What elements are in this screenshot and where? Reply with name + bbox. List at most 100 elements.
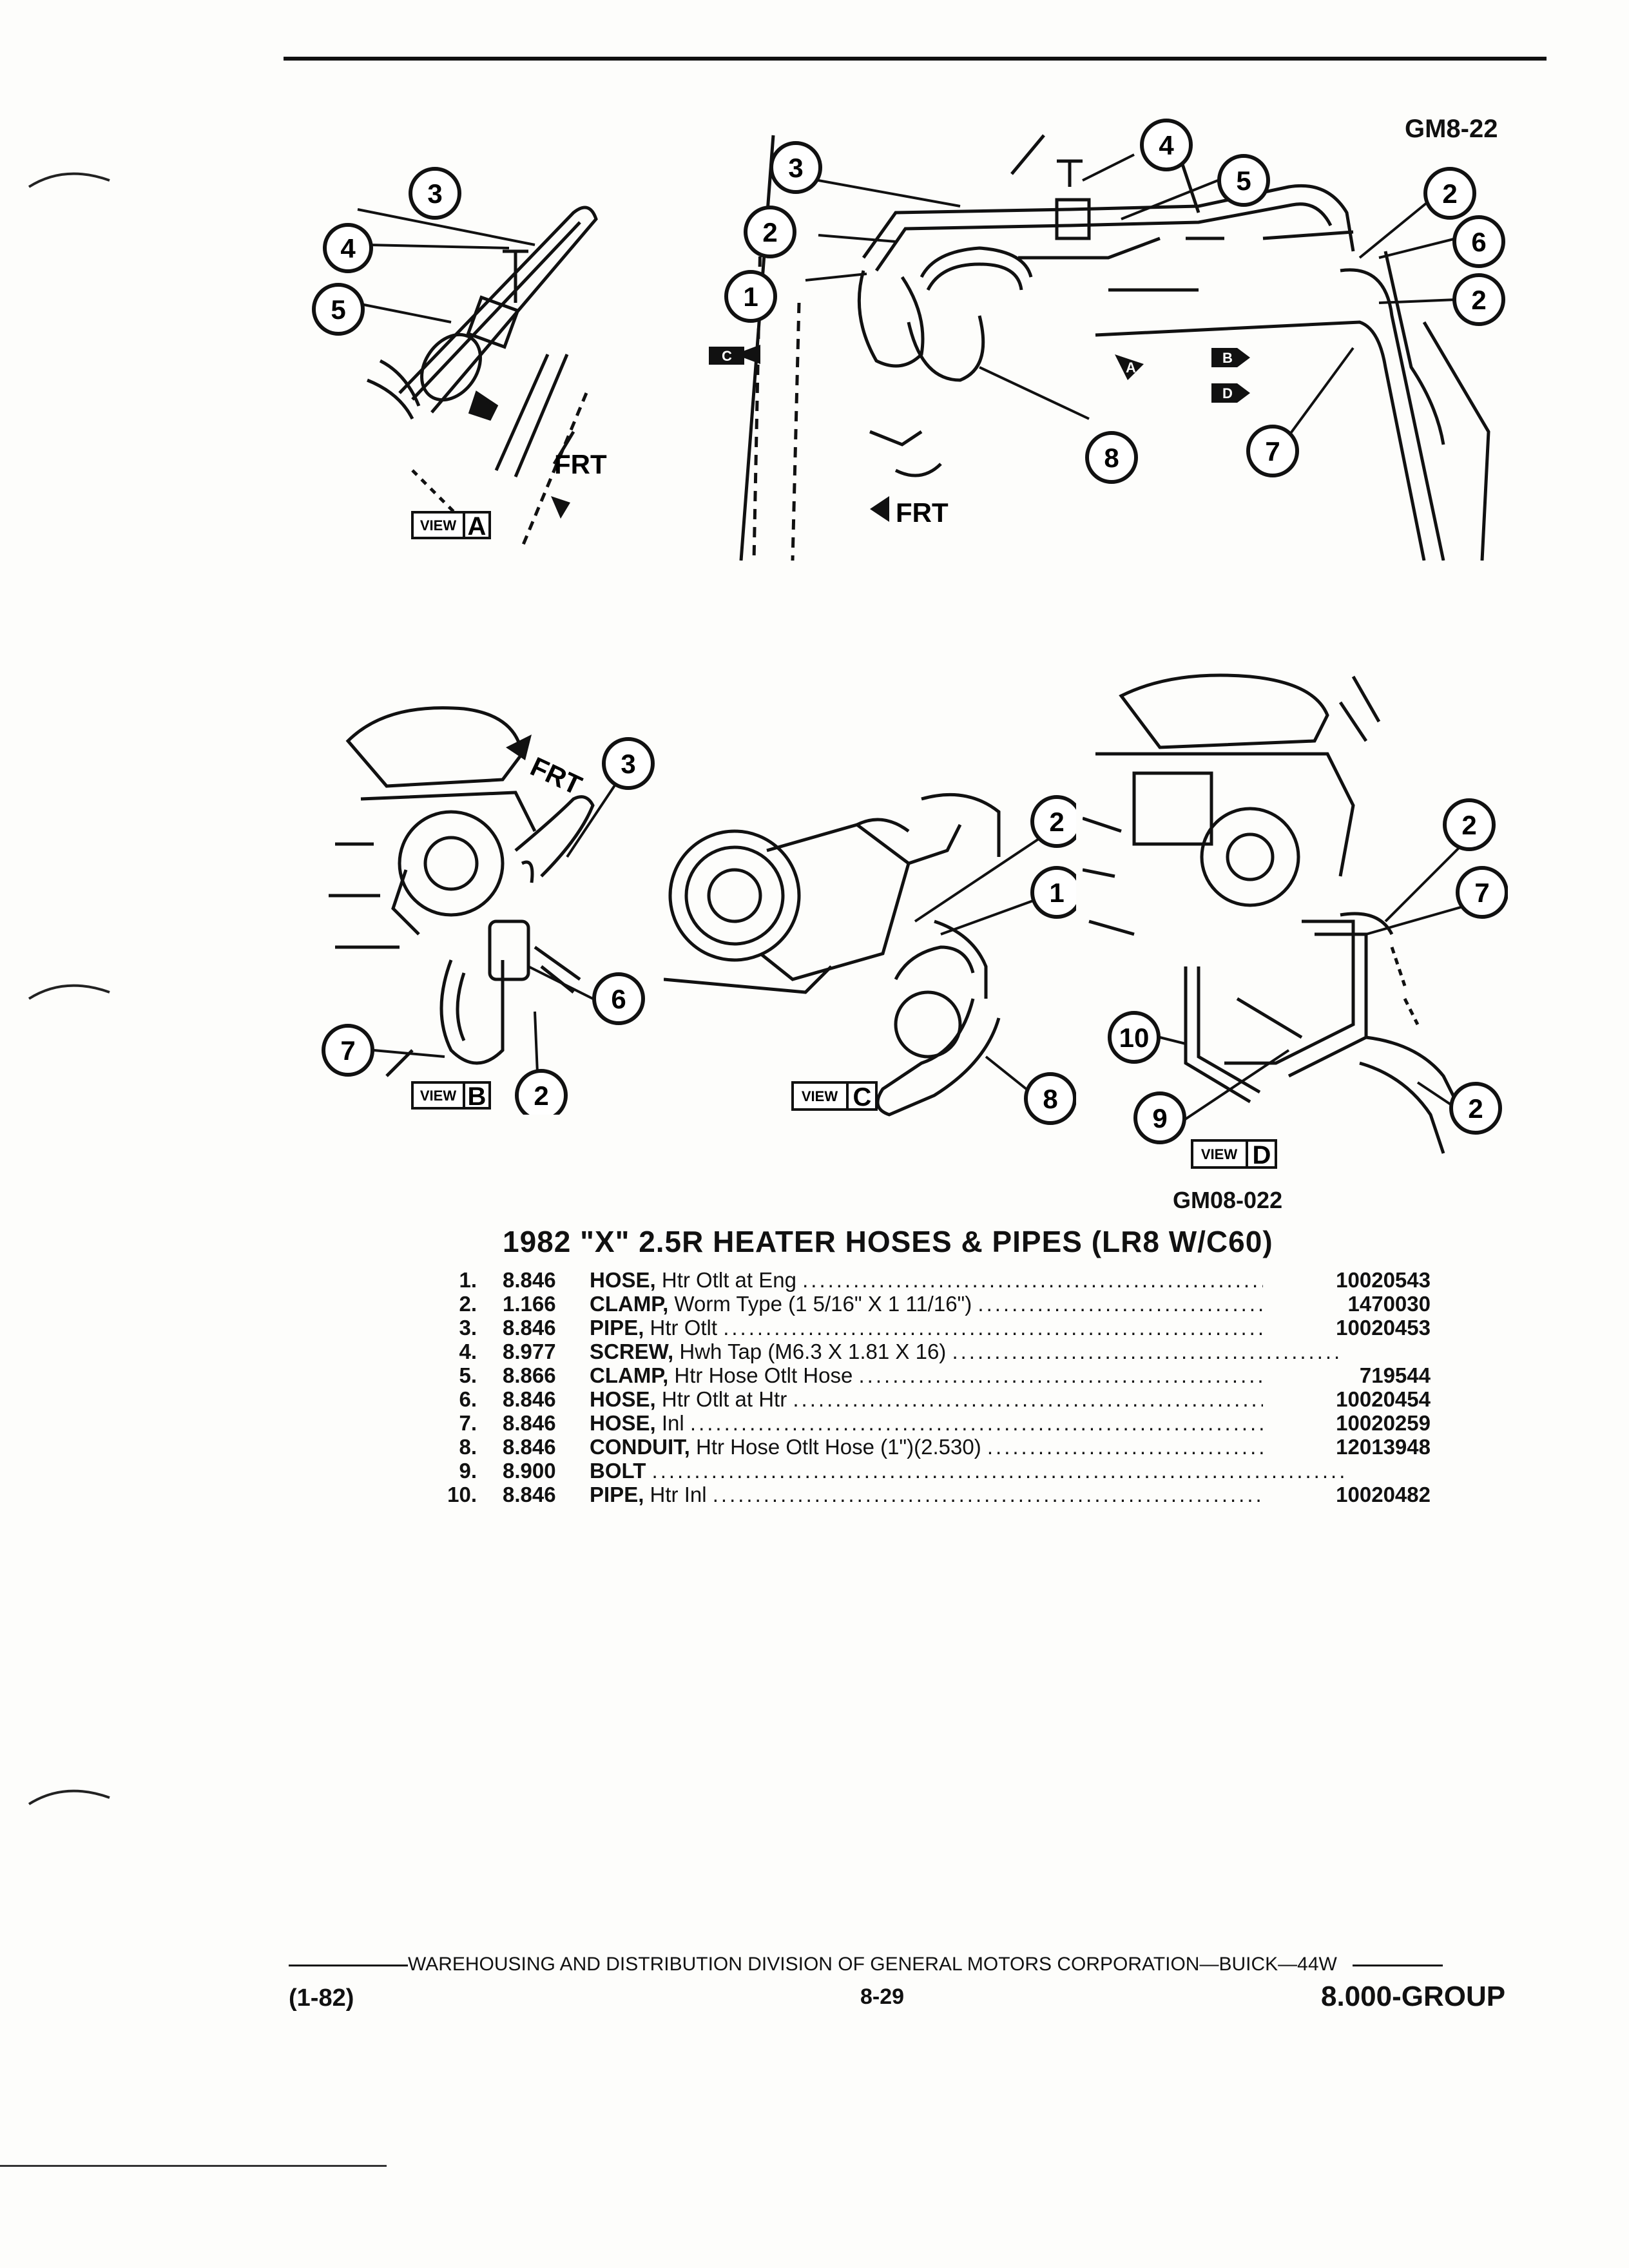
callout: 9	[1133, 1091, 1186, 1144]
page-number: 8-29	[860, 1984, 905, 2009]
part-detail: Htr Otlt	[650, 1316, 718, 1340]
callout: 2	[1423, 167, 1476, 220]
part-description: PIPE, Htr Inl ..........................…	[590, 1483, 1344, 1506]
bottom-rule	[0, 2165, 387, 2167]
parts-list: 1. 8.846 HOSE, Htr Otlt at Eng ...........…	[425, 1268, 1431, 1506]
svg-text:2: 2	[1049, 807, 1064, 837]
part-name: PIPE,	[590, 1316, 644, 1340]
callout: 3	[409, 167, 461, 220]
svg-text:5: 5	[1236, 166, 1251, 196]
frt-label: FRT	[554, 449, 607, 479]
item-number: 6.	[459, 1387, 477, 1411]
part-number: 10020454	[1263, 1387, 1431, 1411]
illustration-code: GM08-022	[1173, 1187, 1283, 1213]
svg-text:C: C	[853, 1083, 872, 1111]
svg-text:A: A	[468, 512, 487, 541]
callout: 2	[1443, 798, 1496, 851]
parts-list-title: 1982 "X" 2.5R HEATER HOSES & PIPES (LR8 …	[503, 1225, 1273, 1258]
svg-text:VIEW: VIEW	[1201, 1146, 1237, 1162]
item-number: 5.	[459, 1363, 477, 1387]
footer-dash	[289, 1964, 408, 1966]
part-number: 10020543	[1263, 1268, 1431, 1292]
leader-dots: ........................................…	[802, 1268, 1344, 1292]
part-number: 1470030	[1263, 1292, 1431, 1316]
svg-text:4: 4	[340, 233, 356, 264]
svg-text:3: 3	[427, 178, 442, 209]
group-number: 8.846	[503, 1387, 556, 1411]
main-view-drawing: C A B D FRT 3 2 1 4 5 8 2 6 2 7	[709, 110, 1508, 561]
svg-text:5: 5	[331, 294, 345, 325]
part-name: HOSE,	[590, 1268, 656, 1292]
leader-dots: ........................................…	[858, 1363, 1344, 1387]
group-number: 8.977	[503, 1340, 556, 1363]
svg-text:VIEW: VIEW	[802, 1088, 838, 1104]
part-name: SCREW,	[590, 1340, 674, 1363]
frt-arrow-icon	[551, 496, 570, 519]
part-description: BOLT ...................................…	[590, 1459, 1344, 1483]
svg-text:3: 3	[621, 749, 635, 779]
leader-dots: ........................................…	[712, 1483, 1344, 1506]
margin-mark	[28, 1789, 110, 1805]
part-detail: Htr Hose Otlt Hose (1")(2.530)	[696, 1435, 981, 1459]
callout: 2	[515, 1069, 568, 1115]
part-name: CONDUIT,	[590, 1435, 690, 1459]
part-description: HOSE, Inl ..............................…	[590, 1411, 1344, 1435]
svg-text:2: 2	[762, 217, 777, 247]
callout: 3	[602, 737, 655, 790]
footer-publisher-line: WAREHOUSING AND DISTRIBUTION DIVISION OF…	[289, 1954, 1443, 1975]
parts-row: 1. 8.846 HOSE, Htr Otlt at Eng ...........…	[425, 1268, 1431, 1292]
callout: 4	[1140, 119, 1193, 171]
figure-code: GM8-22	[1405, 115, 1498, 143]
parts-row: 4. 8.977 SCREW, Hwh Tap (M6.3 X 1.81 X 16)…	[425, 1340, 1431, 1363]
item-number: 10.	[447, 1483, 477, 1506]
part-description: CONDUIT, Htr Hose Otlt Hose (1")(2.530) …	[590, 1435, 1344, 1459]
part-detail: Worm Type (1 5/16" X 1 11/16")	[674, 1292, 972, 1316]
view-tag: VIEW A	[411, 511, 491, 541]
part-detail: Hwh Tap (M6.3 X 1.81 X 16)	[679, 1340, 947, 1363]
callout: 10	[1108, 1011, 1161, 1064]
svg-text:VIEW: VIEW	[420, 1088, 456, 1104]
svg-text:2: 2	[1461, 810, 1476, 840]
callout: 7	[1246, 425, 1299, 477]
group-number: 8.846	[503, 1268, 556, 1292]
part-number: 719544	[1263, 1363, 1431, 1387]
group-number: 1.166	[503, 1292, 556, 1316]
frt-label: FRT	[896, 497, 949, 528]
callout: 5	[1217, 154, 1270, 207]
part-description: HOSE, Htr Otlt at Eng ..................…	[590, 1268, 1344, 1292]
svg-text:4: 4	[1159, 130, 1174, 160]
callout: 4	[323, 223, 373, 273]
svg-text:2: 2	[1442, 178, 1457, 209]
part-number: 10020482	[1263, 1483, 1431, 1506]
svg-text:VIEW: VIEW	[420, 517, 456, 533]
callout: 8	[1085, 431, 1138, 484]
part-number: 10020453	[1263, 1316, 1431, 1340]
view-tag: VIEW C	[791, 1081, 878, 1111]
view-d-drawing: 2 7 10 2 9 VIEW D	[1083, 664, 1508, 1173]
callout: 5	[312, 283, 365, 336]
callout: 2	[744, 206, 796, 258]
callout: 7	[322, 1024, 374, 1077]
group-number: 8.900	[503, 1459, 556, 1483]
view-tag: VIEW D	[1191, 1139, 1277, 1169]
margin-mark	[28, 172, 110, 188]
svg-text:D: D	[1253, 1141, 1271, 1169]
part-description: SCREW, Hwh Tap (M6.3 X 1.81 X 16) ......…	[590, 1340, 1344, 1363]
item-number: 7.	[459, 1411, 477, 1435]
item-number: 4.	[459, 1340, 477, 1363]
svg-text:2: 2	[1471, 285, 1486, 315]
svg-text:6: 6	[611, 984, 626, 1014]
item-number: 9.	[459, 1459, 477, 1483]
part-detail: Htr Otlt at Htr	[661, 1387, 787, 1411]
part-name: HOSE,	[590, 1411, 656, 1435]
svg-text:9: 9	[1152, 1103, 1167, 1133]
item-number: 2.	[459, 1292, 477, 1316]
part-name: CLAMP,	[590, 1363, 669, 1387]
item-number: 1.	[459, 1268, 477, 1292]
part-detail: Htr Inl	[650, 1483, 707, 1506]
svg-text:1: 1	[1049, 878, 1064, 908]
